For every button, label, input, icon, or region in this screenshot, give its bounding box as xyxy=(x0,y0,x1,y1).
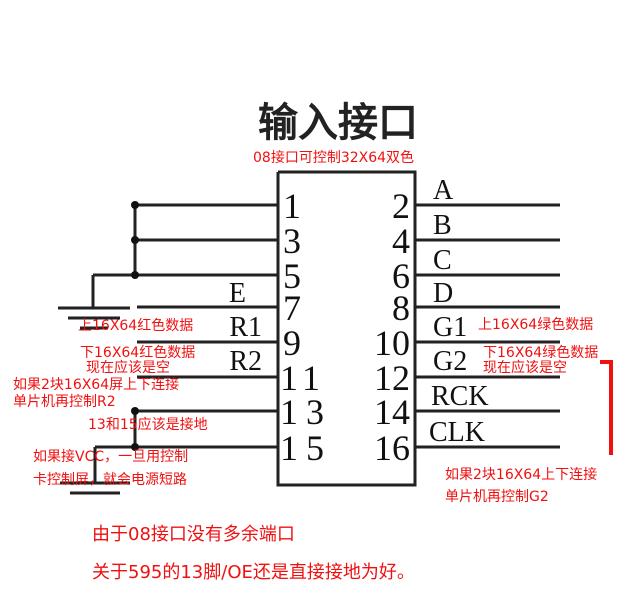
connector-body xyxy=(276,170,417,487)
note-ground: 13和15应该是接地 xyxy=(88,416,208,433)
ground-symbol-bottom xyxy=(60,447,130,495)
note-r2-stack: 如果2块16X64屏上下连接 xyxy=(13,376,179,393)
note-r2-mcu: 单片机再控制R2 xyxy=(13,394,116,410)
pin-number: 5 xyxy=(283,256,301,296)
subtitle-note: 08接口可控制32X64双色 xyxy=(253,149,414,166)
right-pin-labels: A B C D G1 G2 RCK CLK xyxy=(429,175,489,448)
pin-number: 1 xyxy=(283,186,301,226)
pin-label: A xyxy=(433,175,454,206)
pin-number: 7 xyxy=(283,288,301,328)
note-r2-empty: 现在应该是空 xyxy=(86,359,170,376)
pin-number: 14 xyxy=(374,392,410,432)
pin-label: CLK xyxy=(429,417,485,448)
right-wires xyxy=(415,203,560,449)
pin-number: 9 xyxy=(283,323,301,363)
note-r2: 下16X64红色数据 xyxy=(80,344,195,361)
pin-number: 2 xyxy=(392,186,410,226)
pin-number: 10 xyxy=(374,323,410,363)
pin-number: 12 xyxy=(374,358,410,398)
pin-label: G2 xyxy=(433,346,467,377)
note-g1: 上16X64绿色数据 xyxy=(478,316,593,333)
junction-dots xyxy=(131,201,139,451)
note-g2-mcu: 单片机再控制G2 xyxy=(445,489,549,505)
note-bottom-1: 由于08接口没有多余端口 xyxy=(92,524,295,545)
pin-label: E xyxy=(229,278,246,309)
pin-label: C xyxy=(433,245,452,276)
note-vcc-1: 如果接VCC，一旦用控制 xyxy=(33,448,188,465)
ground-symbol-top xyxy=(58,275,130,330)
pin-number: 3 xyxy=(283,221,301,261)
pin-number: 4 xyxy=(392,221,410,261)
diagram-title: 输入接口 xyxy=(258,100,418,146)
pin-label: D xyxy=(433,278,453,309)
pin-number: 16 xyxy=(374,428,410,468)
red-bracket-mark xyxy=(600,360,613,455)
pin-label: RCK xyxy=(431,381,489,412)
pin-number: 8 xyxy=(392,288,410,328)
note-g2: 下16X64绿色数据 xyxy=(483,344,598,361)
pin-label: G1 xyxy=(433,312,467,343)
pin-label: B xyxy=(433,210,452,241)
pin-number: 6 xyxy=(392,256,410,296)
annotations: 上16X64红色数据 下16X64红色数据 现在应该是空 如果2块16X64屏上… xyxy=(13,316,598,583)
pin-label: R2 xyxy=(229,346,262,377)
note-g2-stack: 如果2块16X64上下连接 xyxy=(445,466,597,483)
pin-label: R1 xyxy=(229,312,262,343)
right-pin-numbers: 2 4 6 8 10 12 14 16 xyxy=(374,186,410,468)
left-pin-labels: E R1 R2 xyxy=(229,278,262,377)
note-r1: 上16X64红色数据 xyxy=(78,317,193,334)
left-wires xyxy=(93,203,278,449)
note-vcc-2: 卡控制屏，就会电源短路 xyxy=(33,472,187,488)
note-bottom-2: 关于595的13脚/OE还是直接接地为好。 xyxy=(92,562,415,583)
note-g2-empty: 现在应该是空 xyxy=(483,359,567,376)
